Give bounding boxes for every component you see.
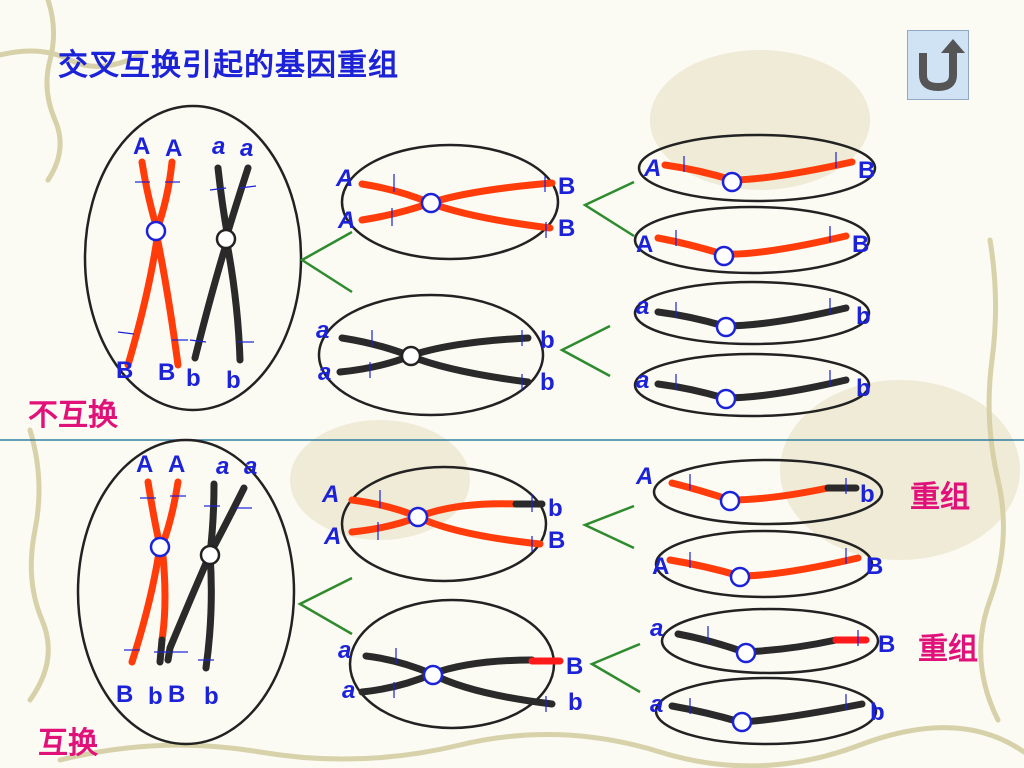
gene-label: A — [335, 165, 353, 192]
back-button[interactable] — [907, 30, 969, 100]
gene-label: A — [635, 463, 653, 490]
gene-label: a — [636, 367, 649, 394]
gene-label: b — [204, 683, 219, 710]
chromatid-black-2 — [222, 164, 252, 364]
gene-label: B — [116, 357, 133, 384]
gene-label: a — [212, 133, 225, 160]
gene-label: b — [548, 495, 563, 522]
gene-label: B — [116, 681, 133, 708]
gene-label: b — [870, 699, 885, 726]
bottom-section: A A a a B b B b A A b B a a B b — [76, 438, 895, 746]
gamete-aB-recombinant: a B — [650, 607, 895, 675]
cell-ellipse-bottom — [76, 438, 296, 746]
gene-label: b — [540, 369, 555, 396]
gamete-ab: a b — [650, 676, 885, 746]
gene-label: A — [337, 207, 355, 234]
gene-label: B — [548, 527, 565, 554]
gene-label: b — [148, 683, 163, 710]
gene-label: B — [558, 215, 575, 242]
top-section: A A a a B B b b A A B B a a b b — [83, 104, 877, 418]
centromere — [145, 220, 167, 242]
gene-label: b — [540, 327, 555, 354]
gene-label: A — [652, 553, 669, 580]
gene-label: a — [240, 135, 253, 162]
gene-label: b — [856, 303, 871, 330]
gene-label: A — [136, 451, 153, 478]
gene-label: a — [650, 615, 663, 642]
gene-label: a — [216, 453, 229, 480]
gamete-ab: a b — [633, 280, 871, 346]
gene-label: B — [558, 173, 575, 200]
gamete-Ab-recombinant: A b — [635, 458, 884, 526]
gene-label: a — [318, 359, 331, 386]
label-recombinant-2: 重组 — [918, 632, 978, 667]
label-recombinant-1: 重组 — [910, 480, 970, 515]
gene-label: A — [636, 231, 653, 258]
gamete-AB: A B — [637, 133, 877, 203]
gene-label: B — [858, 157, 875, 184]
page-title: 交叉互换引起的基因重组 — [58, 48, 399, 83]
gene-label: a — [338, 637, 351, 664]
centromere — [215, 228, 237, 250]
label-crossover: 互换 — [38, 726, 98, 761]
gene-label: B — [158, 359, 175, 386]
gene-label: A — [168, 451, 185, 478]
meiosis-I-red-pair-crossover — [340, 465, 548, 583]
gene-label: b — [226, 367, 241, 394]
gene-label: b — [186, 365, 201, 392]
cell-ellipse-top — [83, 104, 303, 412]
gene-label: A — [323, 523, 341, 550]
gene-label: A — [165, 135, 182, 162]
connector — [299, 230, 353, 294]
chromatid-red-2 — [152, 158, 182, 369]
gamete-AB: A B — [652, 529, 883, 599]
gene-label: b — [568, 689, 583, 716]
gene-label: a — [244, 453, 257, 480]
gene-label: B — [566, 653, 583, 680]
gene-label: B — [866, 553, 883, 580]
chromatid-red-1 — [124, 158, 162, 369]
gene-label: B — [852, 231, 869, 258]
gene-label: b — [860, 481, 875, 508]
gene-label: A — [133, 133, 150, 160]
gene-label: b — [856, 375, 871, 402]
meiosis-I-red-pair — [340, 143, 560, 261]
gene-label: B — [878, 631, 895, 658]
gene-label: A — [643, 155, 661, 182]
gene-label: a — [650, 691, 663, 718]
meiosis-I-black-pair-crossover — [348, 598, 556, 730]
gene-label: B — [168, 681, 185, 708]
u-turn-back-icon — [919, 39, 965, 92]
chromatid-black-1 — [191, 164, 232, 362]
gene-label: a — [316, 317, 329, 344]
gene-label: a — [636, 293, 649, 320]
gene-label: A — [321, 481, 339, 508]
gamete-AB: A B — [633, 205, 871, 275]
label-no-crossover: 不互换 — [28, 398, 118, 433]
gene-label: a — [342, 677, 355, 704]
meiosis-I-black-pair — [317, 293, 545, 417]
gamete-ab: a b — [633, 352, 871, 418]
